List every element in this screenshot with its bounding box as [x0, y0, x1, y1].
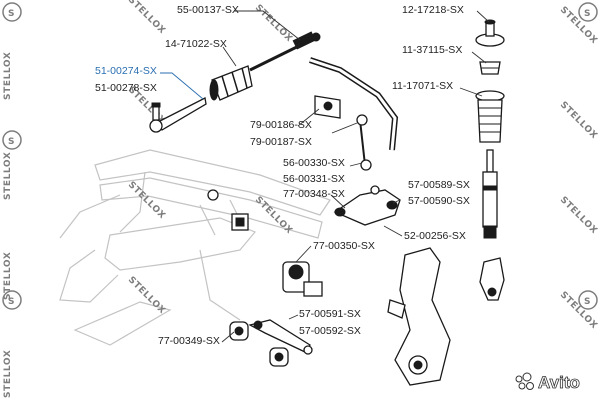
part-stab-link[interactable] — [356, 114, 372, 171]
part-dust-boot[interactable] — [475, 90, 505, 143]
svg-text:STELLOX: STELLOX — [3, 252, 13, 300]
svg-text:STELLOX: STELLOX — [3, 152, 13, 200]
svg-text:STELLOX: STELLOX — [558, 290, 599, 331]
label-57-00592[interactable]: 57-00592-SX — [299, 325, 361, 337]
svg-text:S: S — [584, 9, 591, 19]
svg-text:STELLOX: STELLOX — [3, 350, 13, 398]
label-55-00137[interactable]: 55-00137-SX — [177, 4, 239, 16]
part-strut-mount[interactable] — [475, 19, 505, 47]
svg-text:STELLOX: STELLOX — [558, 100, 599, 141]
svg-text:STELLOX: STELLOX — [3, 52, 13, 100]
part-bump-stop[interactable] — [479, 61, 501, 75]
svg-text:S: S — [584, 297, 591, 307]
part-rack-boot[interactable] — [209, 65, 253, 101]
label-79-00186[interactable]: 79-00186-SX — [250, 119, 312, 131]
part-lower-arm-bushing[interactable] — [282, 261, 323, 297]
watermark-corner-logos: S S S S S — [2, 2, 598, 310]
label-51-00274[interactable]: 51-00274-SX — [95, 65, 157, 77]
label-57-00590[interactable]: 57-00590-SX — [408, 195, 470, 207]
svg-text:S: S — [8, 137, 15, 147]
svg-text:STELLOX: STELLOX — [126, 275, 167, 316]
label-56-00330[interactable]: 56-00330-SX — [283, 157, 345, 169]
label-11-17071[interactable]: 11-17071-SX — [392, 80, 453, 92]
part-inner-tie-rod[interactable] — [249, 31, 321, 72]
label-14-71022[interactable]: 14-71022-SX — [165, 38, 227, 50]
label-51-00278[interactable]: 51-00278-SX — [95, 82, 157, 94]
label-11-37115[interactable]: 11-37115-SX — [402, 44, 462, 56]
part-upper-arm[interactable] — [333, 185, 401, 226]
watermark-left-column: STELLOX STELLOX STELLOX STELLOX — [3, 52, 13, 398]
avito-dots-icon — [515, 372, 534, 390]
avito-badge: Avito — [515, 372, 580, 392]
part-arm-bushings[interactable] — [229, 321, 289, 367]
part-labels: 55-00137-SX 14-71022-SX 51-00274-SX 51-0… — [95, 4, 470, 347]
svg-text:S: S — [8, 297, 15, 307]
label-79-00187[interactable]: 79-00187-SX — [250, 136, 312, 148]
label-77-00350[interactable]: 77-00350-SX — [313, 240, 375, 252]
avito-text: Avito — [538, 373, 580, 392]
label-57-00589[interactable]: 57-00589-SX — [408, 179, 470, 191]
svg-text:STELLOX: STELLOX — [253, 3, 294, 44]
part-tie-rod-end[interactable] — [149, 97, 207, 133]
part-stabilizer-bar[interactable] — [309, 57, 399, 151]
part-knuckle-right[interactable] — [479, 257, 505, 301]
label-77-00348[interactable]: 77-00348-SX — [283, 188, 345, 200]
label-56-00331[interactable]: 56-00331-SX — [283, 173, 345, 185]
leader-lines — [160, 10, 490, 343]
label-57-00591[interactable]: 57-00591-SX — [299, 308, 361, 320]
watermark-right-column: STELLOX STELLOX STELLOX STELLOX — [558, 5, 599, 331]
svg-text:STELLOX: STELLOX — [558, 195, 599, 236]
part-steering-knuckle[interactable] — [387, 247, 451, 386]
svg-text:S: S — [8, 9, 15, 19]
part-shock-absorber[interactable] — [482, 149, 498, 239]
svg-text:STELLOX: STELLOX — [253, 195, 294, 236]
svg-text:STELLOX: STELLOX — [126, 0, 167, 36]
label-77-00349[interactable]: 77-00349-SX — [158, 335, 220, 347]
svg-text:STELLOX: STELLOX — [126, 180, 167, 221]
label-52-00256[interactable]: 52-00256-SX — [404, 230, 466, 242]
part-stab-bushing[interactable] — [314, 95, 341, 119]
label-12-17218[interactable]: 12-17218-SX — [402, 4, 464, 16]
subframe-outline — [59, 149, 331, 346]
part-lower-arm[interactable] — [248, 319, 313, 355]
